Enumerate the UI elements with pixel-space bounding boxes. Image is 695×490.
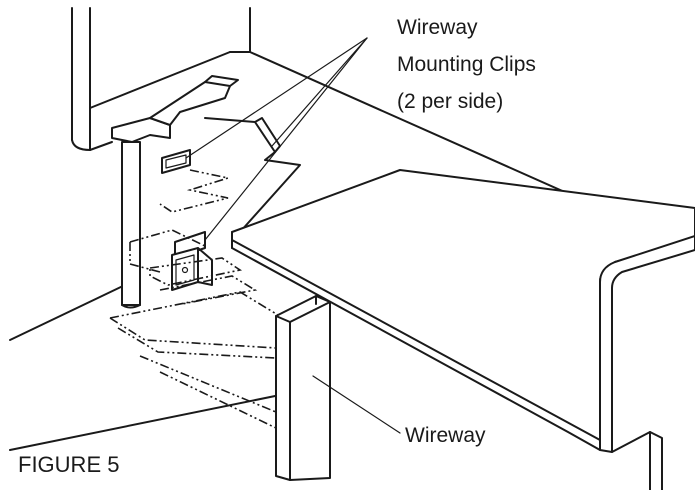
cabinet-top-plane [89,51,695,251]
clips-label: Wireway Mounting Clips (2 per side) [397,16,536,113]
assembly-phantom-lines [109,169,279,429]
cabinet-body [231,169,695,490]
clips-label-line3: (2 per side) [397,90,503,113]
back-panel [71,7,251,151]
floor-lines [9,284,281,451]
side-post [121,141,141,309]
wireway-channel [275,295,331,481]
clips-label-line2: Mounting Clips [397,53,536,76]
figure-caption: FIGURE 5 [18,452,119,477]
clips-label-line1: Wireway [397,16,478,39]
leader-lines [185,37,401,434]
mounting-clip-upper [161,149,191,174]
mounting-clip-lower [171,231,213,291]
wireway-label: Wireway [405,424,486,447]
